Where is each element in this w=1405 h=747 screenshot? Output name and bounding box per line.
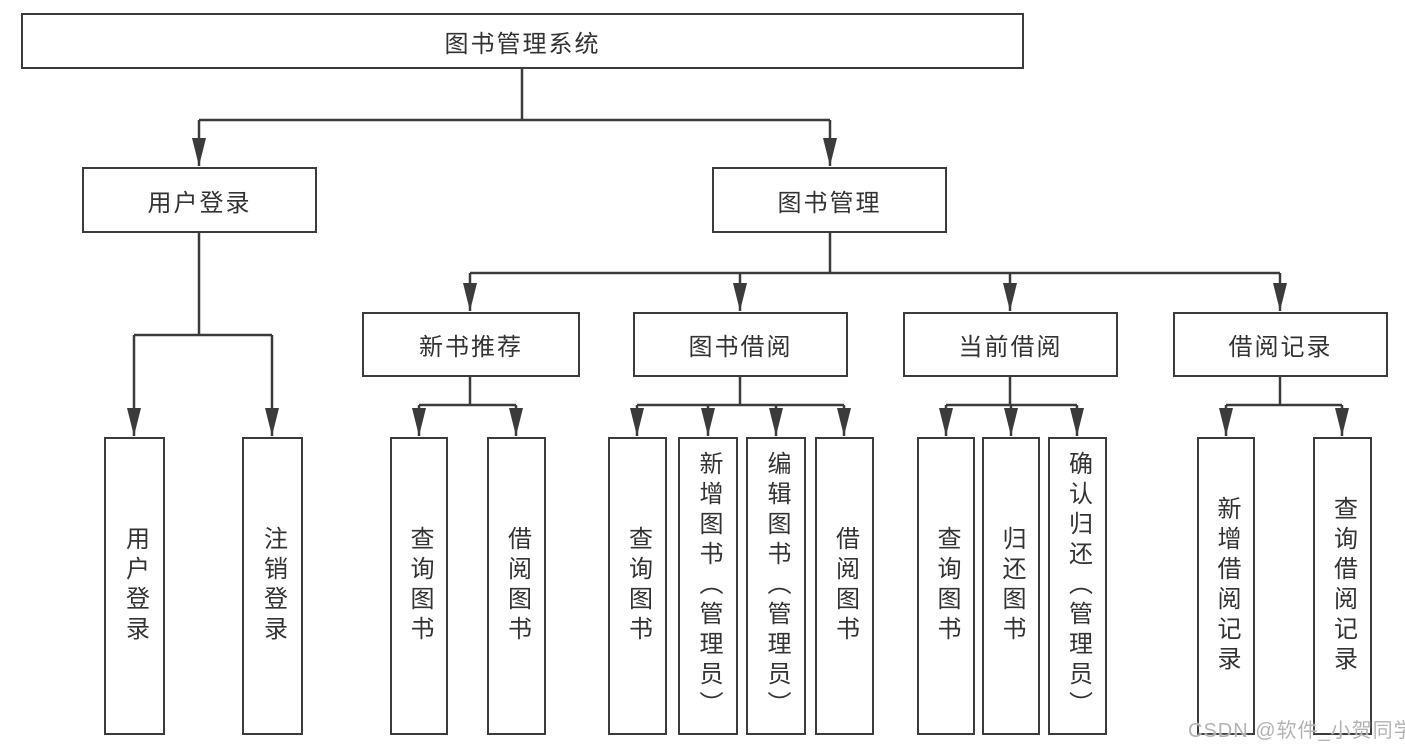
node-library-management-system: 图书管理系统 [21,13,1024,69]
node-current-borrow: 当前借阅 [903,312,1118,377]
csdn-watermark: CSDN @软件_小贺同学 [1188,720,1405,742]
connector-current-borrow-children [939,377,1084,436]
connector-borrow-records-children [1219,377,1349,436]
node-borrow-borrow-books: 借阅图书 [815,437,874,735]
node-user-login-leaf: 用户登录 [104,437,165,735]
node-borrow-records: 借阅记录 [1173,312,1388,377]
node-logout-leaf: 注销登录 [242,437,303,735]
node-recommend-query-books: 查询图书 [390,437,448,735]
node-current-confirm-return-admin: 确认归还（管理员） [1048,437,1107,735]
node-user-login: 用户登录 [82,167,317,233]
node-records-add-record: 新增借阅记录 [1197,437,1255,735]
node-new-book-recommend: 新书推荐 [362,312,580,377]
node-current-query-books: 查询图书 [917,437,975,735]
connector-book-borrow-children [630,377,851,436]
connector-user-login-children [127,233,279,436]
node-records-query-record: 查询借阅记录 [1313,437,1372,735]
connector-new-book-children [412,377,523,436]
node-book-management: 图书管理 [712,167,947,233]
node-borrow-add-books-admin: 新增图书（管理员） [678,437,738,735]
connector-root-to-level2 [192,69,837,166]
node-borrow-edit-books-admin: 编辑图书（管理员） [746,437,806,735]
node-current-return-books: 归还图书 [982,437,1040,735]
connector-book-mgmt-to-level3 [463,233,1287,311]
node-book-borrow: 图书借阅 [633,312,848,377]
node-recommend-borrow-books: 借阅图书 [487,437,546,735]
node-borrow-query-books: 查询图书 [608,437,667,735]
